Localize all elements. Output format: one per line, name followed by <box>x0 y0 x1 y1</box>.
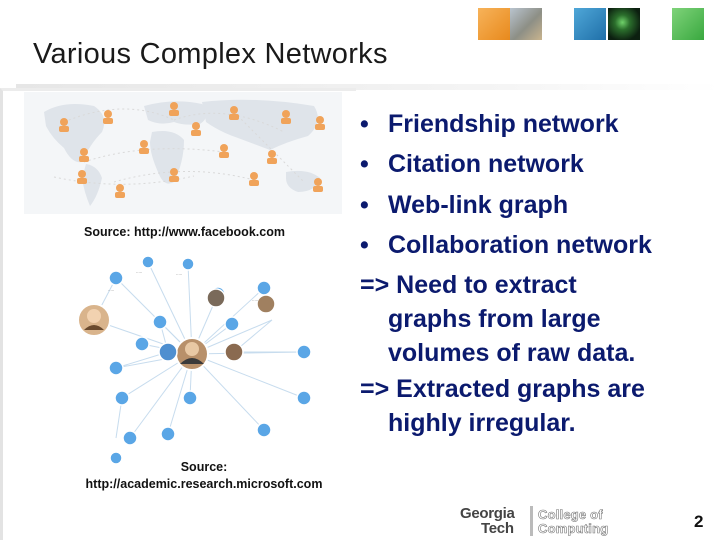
logo-divider <box>530 506 533 536</box>
logo-college-text: College of <box>538 507 603 522</box>
header-decoration-photo <box>510 8 542 40</box>
list-item-text: Collaboration network <box>388 231 652 260</box>
microsoft-academic-source-caption: Source: http://academic.research.microso… <box>0 459 408 493</box>
bullet-marker: • <box>360 109 369 138</box>
conclusion-extract: => Need to extract graphs from large vol… <box>360 268 710 370</box>
svg-text:·····: ····· <box>176 272 182 277</box>
svg-text:·····: ····· <box>108 288 114 293</box>
list-item: • Friendship network <box>360 104 710 145</box>
conclusion-text: volumes of raw data. <box>388 339 636 367</box>
network-types-list: • Friendship network • Citation network • W… <box>360 104 710 440</box>
header-decoration-green <box>672 8 704 40</box>
page-number: 2 <box>694 512 704 531</box>
bullet-marker: • <box>360 190 369 219</box>
header-decoration-blue <box>574 8 606 40</box>
header-decoration-orange <box>478 8 510 40</box>
conclusion-text: => Extracted graphs are <box>360 375 645 403</box>
left-panel-frame <box>0 88 356 540</box>
list-item-text: Friendship network <box>388 109 619 138</box>
conclusion-text: => Need to extract <box>360 271 577 299</box>
svg-text:·····: ····· <box>252 298 258 303</box>
conclusion-text: highly irregular. <box>388 409 576 437</box>
list-item: • Web-link graph <box>360 185 710 226</box>
logo-computing-text: Computing <box>538 521 609 536</box>
list-item: • Citation network <box>360 145 710 186</box>
bullet-marker: • <box>360 231 369 260</box>
conclusion-irregular: => Extracted graphs are highly irregular… <box>360 372 710 440</box>
list-item: • Collaboration network <box>360 226 710 267</box>
source-url: http://academic.research.microsoft.com <box>85 477 323 491</box>
facebook-source-caption: Source: http://www.facebook.com <box>84 225 285 239</box>
svg-text:·····: ····· <box>136 270 142 275</box>
slide-title: Various Complex Networks <box>33 38 388 70</box>
list-item-text: Web-link graph <box>388 190 569 219</box>
header-decoration-photo-green <box>608 8 640 40</box>
conclusion-text: graphs from large <box>388 305 601 333</box>
georgia-tech-logo: Georgia Tech College of Computing <box>460 506 620 536</box>
title-divider <box>16 84 720 90</box>
logo-georgia-text: Georgia <box>460 505 515 522</box>
logo-tech-text: Tech <box>481 520 514 537</box>
world-friendship-map-image <box>24 92 342 214</box>
source-label: Source: <box>180 460 228 474</box>
bullet-marker: • <box>360 150 369 179</box>
collaboration-graph-image: ····· ····· ····· ····· <box>72 248 350 470</box>
list-item-text: Citation network <box>388 150 584 179</box>
